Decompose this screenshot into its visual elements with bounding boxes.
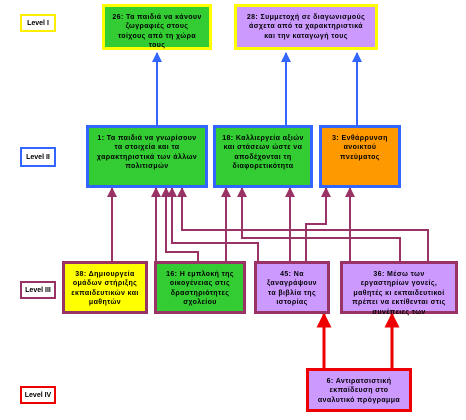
box-3-text: 3: Ενθάρρυνση ανοικτού πνεύματος [332,135,388,161]
box-45-text: 45: Να ξαναγράψουν τα βιβλία της ιστορία… [267,271,317,307]
box-38: 38: Δημιουργεία ομάδων στήριξης εκπαιδευ… [62,261,148,314]
box-28: 28: Συμμετοχή σε διαγωνισμούς άσχετα από… [234,4,378,50]
box-26-text: 26: Τα παιδιά να κάνουν ζωγραφιές στους … [112,14,202,50]
box-16: 16: Η εμπλοκή της οικογένειας στις δραστ… [154,261,246,314]
box-26: 26: Τα παιδιά να κάνουν ζωγραφιές στους … [102,4,212,50]
box-18-text: 18: Καλλιεργεία αξιών και στάσεων ώστε ν… [222,135,304,171]
box-1: 1: Τα παιδιά να γνωρίσουν τα στοιχεία κα… [86,125,208,188]
box-18: 18: Καλλιεργεία αξιών και στάσεων ώστε ν… [213,125,313,188]
magenta-arrows [107,187,429,261]
box-45: 45: Να ξαναγράψουν τα βιβλία της ιστορία… [254,261,330,314]
blue-arrows [152,52,362,125]
box-38-text: 38: Δημιουργεία ομάδων στήριξης εκπαιδευ… [71,271,139,307]
box-6-text: 6: Αντιρατσιστική εκπαίδευση στο αναλυτι… [317,378,401,404]
level-3-label: Level III [20,281,56,299]
level-4-label: Level IV [20,386,56,404]
box-16-text: 16: Η εμπλοκή της οικογένειας στις δραστ… [166,271,234,307]
level-2-label: Level II [20,147,56,167]
box-1-text: 1: Τα παιδιά να γνωρίσουν τα στοιχεία κα… [96,135,198,171]
level-1-label: Level I [20,14,56,32]
box-36-text: 36: Μέσω των εργαστηρίων γονείς, μαθητές… [352,271,446,316]
box-6: 6: Αντιρατσιστική εκπαίδευση στο αναλυτι… [306,368,412,412]
box-28-text: 28: Συμμετοχή σε διαγωνισμούς άσχετα από… [246,14,366,40]
red-arrows [316,312,400,368]
box-36: 36: Μέσω των εργαστηρίων γονείς, μαθητές… [340,261,458,316]
box-3: 3: Ενθάρρυνση ανοικτού πνεύματος [319,125,401,188]
